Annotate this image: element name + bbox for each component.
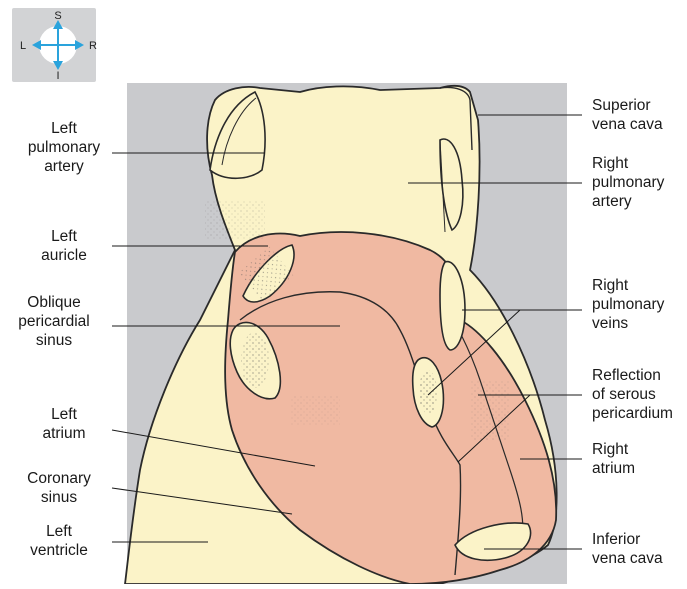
label-left-ventricle: Left ventricle [10,522,108,560]
orientation-compass: S I L R [12,8,97,82]
compass-inferior: I [56,70,59,82]
label-right-pulmonary-veins: Right pulmonary veins [592,276,687,333]
compass-superior: S [54,10,61,22]
compass-left: L [20,40,26,52]
label-left-auricle: Left auricle [20,227,108,265]
label-coronary-sinus: Coronary sinus [10,469,108,507]
label-right-pulmonary-artery: Right pulmonary artery [592,154,687,211]
label-right-atrium: Right atrium [592,440,687,478]
label-left-pulmonary-artery: Left pulmonary artery [20,119,108,176]
label-reflection-serous-pericardium: Reflection of serous pericardium [592,366,687,423]
label-superior-vena-cava: Superior vena cava [592,96,687,134]
label-oblique-pericardial-sinus: Oblique pericardial sinus [0,293,108,350]
label-left-atrium: Left atrium [20,405,108,443]
compass-right: R [89,40,97,52]
label-inferior-vena-cava: Inferior vena cava [592,530,687,568]
